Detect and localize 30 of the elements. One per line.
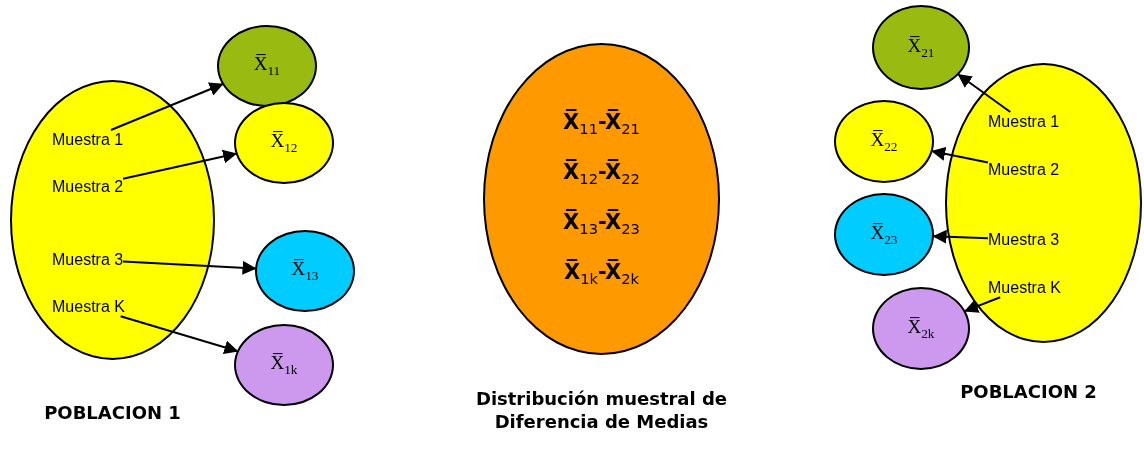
heading: POBLACION 2	[959, 381, 1098, 404]
heading: Distribución muestral de Diferencia de Medias	[474, 388, 729, 433]
sample-mean-symbol: X̅$_{11}$	[253, 53, 281, 79]
sample-label: Muestra K	[988, 278, 1061, 298]
arrow	[119, 315, 239, 355]
arrow	[110, 82, 224, 131]
sample-label: Muestra 3	[988, 230, 1060, 250]
sample-mean-symbol: X̅$_{12}$	[270, 130, 298, 156]
sample-mean-symbol: X̅$_{2k}$	[907, 315, 935, 342]
sample-mean-symbol: X̅$_{23}$	[870, 221, 898, 248]
heading: POBLACION 1	[43, 402, 182, 425]
sample-label: Muestra K	[52, 297, 125, 317]
arrow	[122, 260, 257, 275]
difference-of-means: X̅$_{1k}$-X̅$_{2k}$	[563, 259, 640, 288]
sample-label: Muestra 1	[988, 112, 1060, 132]
sample-label: Muestra 2	[988, 160, 1060, 180]
sample-mean-symbol: X̅$_{21}$	[907, 34, 935, 61]
sample-mean-symbol: X̅$_{13}$	[291, 258, 319, 284]
sample-label: Muestra 1	[52, 130, 124, 150]
arrow	[932, 229, 989, 244]
sample-label: Muestra 2	[52, 177, 124, 197]
sample-mean-symbol: X̅$_{22}$	[870, 128, 898, 155]
arrow	[931, 146, 989, 164]
difference-of-means: X̅$_{13}$-X̅$_{23}$	[563, 210, 640, 238]
difference-of-means: X̅$_{12}$-X̅$_{22}$	[563, 160, 640, 188]
arrow	[964, 296, 1002, 313]
sample-label: Muestra 3	[52, 250, 124, 270]
arrow	[957, 73, 1012, 113]
sample-mean-symbol: X̅$_{1k}$	[270, 352, 298, 378]
difference-of-means: X̅$_{11}$-X̅$_{21}$	[563, 110, 640, 139]
